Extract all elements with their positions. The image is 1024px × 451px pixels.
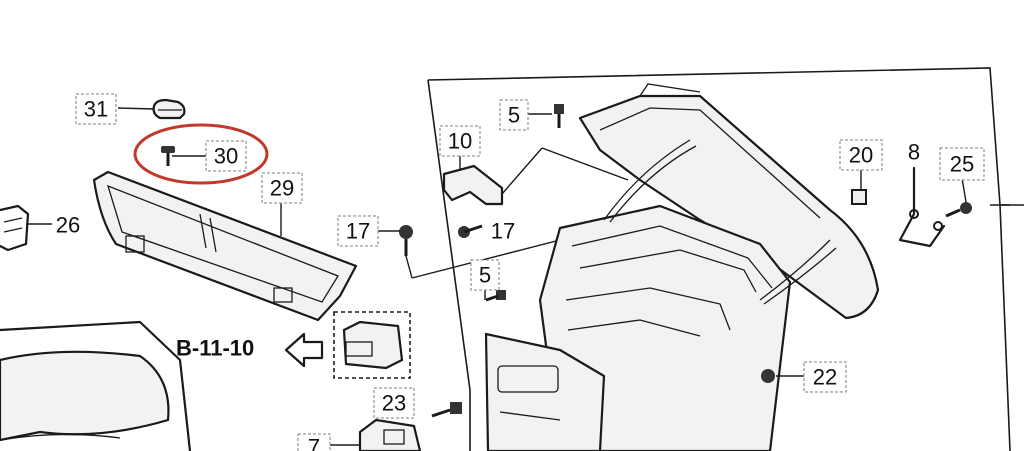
svg-text:10: 10 xyxy=(448,129,472,154)
svg-text:30: 30 xyxy=(214,144,238,169)
reference-arrow xyxy=(284,332,324,368)
part-8-wire-bracket xyxy=(898,166,946,248)
callout-10: 10 xyxy=(439,125,481,157)
callout-17-right: 17 xyxy=(491,219,515,244)
callout-20: 20 xyxy=(839,139,883,171)
part-30-screw xyxy=(161,146,175,166)
callout-25: 25 xyxy=(939,147,985,181)
part-17-screw-right xyxy=(458,224,483,238)
leader-17a-long xyxy=(411,239,561,279)
reference-label: B-11-10 xyxy=(176,336,254,361)
leader-10-diag xyxy=(501,147,543,195)
svg-text:17: 17 xyxy=(491,219,515,244)
part-26-bracket xyxy=(0,204,30,252)
svg-text:17: 17 xyxy=(346,219,370,244)
svg-text:26: 26 xyxy=(56,213,80,238)
highlight-circle xyxy=(133,123,269,185)
leader-31 xyxy=(117,107,155,110)
svg-text:22: 22 xyxy=(813,365,837,390)
part-5-bolt-top xyxy=(554,104,564,128)
part-23-bolt xyxy=(431,402,462,418)
part-22-nut xyxy=(761,369,775,383)
callout-8: 8 xyxy=(908,140,920,165)
leader-10-diag2 xyxy=(541,147,629,181)
part-20-clip xyxy=(851,189,867,205)
callout-7: 7 xyxy=(297,433,331,451)
part-10-bracket xyxy=(442,164,504,206)
part-31-cap xyxy=(152,98,186,120)
callout-22: 22 xyxy=(803,361,847,393)
part-29-lid xyxy=(92,170,358,322)
switch-part xyxy=(342,320,404,370)
switch-box xyxy=(333,311,411,379)
callout-5-top: 5 xyxy=(499,99,529,131)
callout-30: 30 xyxy=(205,140,247,172)
callout-23: 23 xyxy=(373,387,415,419)
callout-31: 31 xyxy=(75,93,117,125)
part-17-screw-left xyxy=(399,225,413,256)
callout-29: 29 xyxy=(261,172,303,204)
svg-text:29: 29 xyxy=(270,176,294,201)
svg-text:7: 7 xyxy=(308,435,320,451)
svg-text:23: 23 xyxy=(382,391,406,416)
svg-text:5: 5 xyxy=(479,263,491,288)
svg-text:5: 5 xyxy=(508,103,520,128)
callout-26: 26 xyxy=(56,213,80,238)
part-7-connector xyxy=(358,418,422,451)
svg-text:8: 8 xyxy=(908,140,920,165)
console-lid xyxy=(0,320,192,451)
callout-5-middle: 5 xyxy=(470,259,500,291)
console-body xyxy=(484,83,880,451)
part-25-screw xyxy=(945,202,972,218)
callout-17-left: 17 xyxy=(337,215,379,247)
svg-text:20: 20 xyxy=(849,143,873,168)
assembly-frame xyxy=(427,67,1024,451)
leader-17a-down xyxy=(405,255,413,279)
svg-text:31: 31 xyxy=(84,97,108,122)
svg-text:25: 25 xyxy=(950,152,974,177)
part-5-bolt-middle xyxy=(485,290,506,302)
leader-25 xyxy=(961,177,967,203)
